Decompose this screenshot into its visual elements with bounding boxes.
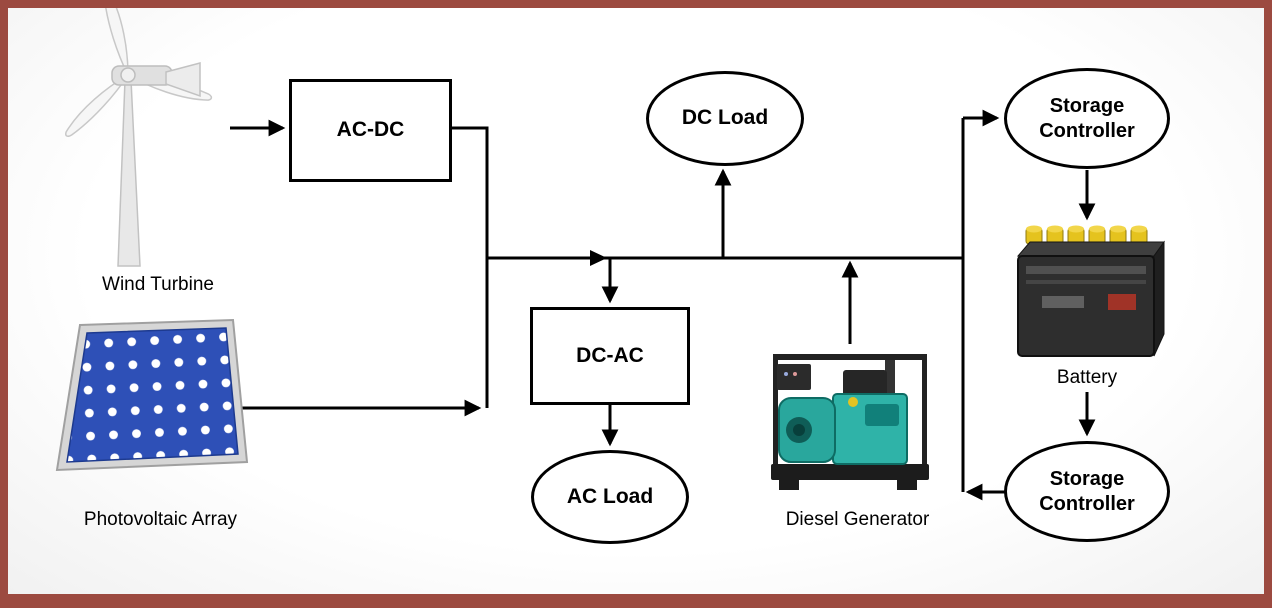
wind-turbine-image: [65, 8, 213, 267]
dc-load-node: DC Load: [646, 71, 804, 166]
ac-dc-converter-box: AC-DC: [289, 79, 452, 182]
diesel-generator-image: [771, 354, 929, 490]
generator-foot-right: [897, 480, 917, 490]
edge-acdc-to-bus-trunk: [452, 126, 489, 408]
turbine-tail-fin: [165, 62, 201, 98]
storage-controller-top-node: Storage Controller: [1004, 68, 1170, 169]
storage-controller-bottom-node: Storage Controller: [1004, 441, 1170, 542]
dc-load-label: DC Load: [681, 106, 769, 130]
wind-turbine-label: Wind Turbine: [102, 274, 214, 295]
photovoltaic-array-label: Photovoltaic Array: [83, 509, 238, 530]
battery-side-face: [1153, 240, 1165, 357]
turbine-blades: [65, 8, 213, 137]
generator-control-box: [777, 364, 811, 390]
panel-cells: [66, 327, 239, 463]
ac-load-node: AC Load: [531, 450, 689, 544]
generator-air-filter: [843, 370, 887, 396]
generator-skid: [771, 464, 929, 480]
photovoltaic-array-image: [55, 318, 249, 472]
diesel-generator-label: Diesel Generator: [785, 509, 930, 530]
battery-label: Battery: [1056, 367, 1118, 388]
turbine-hub: [120, 67, 136, 83]
storage-controller-top-label: Storage Controller: [1039, 94, 1135, 142]
battery-top-face: [1016, 241, 1165, 257]
storage-controller-bottom-label: Storage Controller: [1039, 467, 1135, 515]
generator-frame-top: [773, 354, 927, 360]
turbine-tower: [117, 79, 141, 267]
dc-ac-inverter-box: DC-AC: [530, 307, 690, 405]
battery-image: [1016, 225, 1165, 357]
generator-exhaust: [885, 360, 895, 396]
ac-dc-label: AC-DC: [336, 118, 405, 142]
ac-load-label: AC Load: [566, 484, 654, 508]
bus-flow-arrowhead: [590, 250, 607, 266]
generator-foot-left: [779, 480, 799, 490]
battery-caps: [1025, 225, 1148, 245]
dc-ac-label: DC-AC: [576, 343, 644, 367]
generator-frame-left: [773, 354, 778, 468]
generator-frame-right: [922, 354, 927, 468]
